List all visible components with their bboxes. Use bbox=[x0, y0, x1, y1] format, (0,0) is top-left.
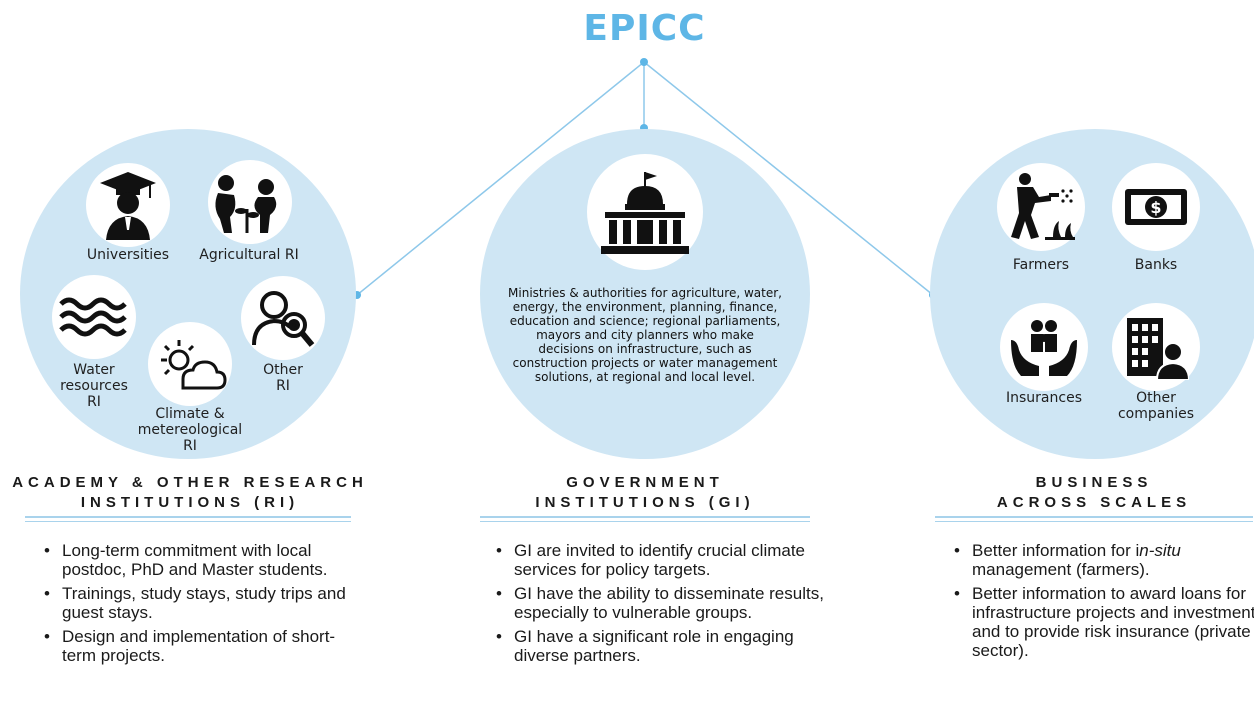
connector-left bbox=[356, 61, 645, 296]
divider-academy-thin bbox=[25, 521, 351, 522]
node-label-universities: Universities bbox=[86, 247, 170, 263]
business-circle bbox=[930, 129, 1254, 459]
list-item: GI have the ability to disseminate resul… bbox=[496, 584, 824, 622]
divider-government bbox=[480, 516, 810, 518]
list-item: Long-term commitment with local postdoc,… bbox=[44, 541, 362, 579]
water-waves-icon bbox=[52, 275, 136, 359]
bullets-business: Better information for in-situ managemen… bbox=[950, 541, 1254, 665]
bullets-government: GI are invited to identify crucial clima… bbox=[492, 541, 824, 670]
divider-business-thin bbox=[935, 521, 1253, 522]
office-building-person-icon bbox=[1112, 303, 1200, 391]
bullet-text-post: management (farmers). bbox=[972, 560, 1150, 579]
heading-business-line2: ACROSS SCALES bbox=[996, 494, 1192, 511]
node-label-other-ri: Other RI bbox=[263, 362, 303, 394]
node-label-agricultural-ri: Agricultural RI bbox=[199, 247, 299, 263]
list-item: GI have a significant role in engaging d… bbox=[496, 627, 824, 665]
hands-family-icon bbox=[1000, 303, 1088, 391]
heading-academy: ACADEMY & OTHER RESEARCH INSTITUTIONS (R… bbox=[0, 473, 380, 513]
bullet-text-pre: Better information to award loans for in… bbox=[972, 584, 1254, 660]
list-item: Better information for in-situ managemen… bbox=[954, 541, 1254, 579]
government-description: Ministries & authorities for agriculture… bbox=[508, 286, 782, 384]
graduate-icon bbox=[86, 163, 170, 247]
node-label-banks: Banks bbox=[1134, 257, 1178, 273]
bullet-text-pre: Better information for i bbox=[972, 541, 1140, 560]
node-label-other-companies: Other companies bbox=[1117, 390, 1195, 422]
heading-business-line1: BUSINESS bbox=[1035, 474, 1153, 491]
list-item: Design and implementation of short-term … bbox=[44, 627, 362, 665]
bullets-academy: Long-term commitment with local postdoc,… bbox=[40, 541, 362, 670]
list-item: GI are invited to identify crucial clima… bbox=[496, 541, 824, 579]
heading-government-line1: GOVERNMENT bbox=[566, 474, 724, 491]
magnifier-person-icon bbox=[241, 276, 325, 360]
connector-right bbox=[643, 61, 934, 296]
government-building-icon bbox=[587, 154, 703, 270]
heading-business: BUSINESS ACROSS SCALES bbox=[935, 473, 1253, 513]
farmer-watering-icon bbox=[997, 163, 1085, 251]
divider-academy bbox=[25, 516, 351, 518]
svg-text:$: $ bbox=[1150, 198, 1161, 217]
node-label-climate-ri: Climate & metereological RI bbox=[137, 406, 243, 454]
node-label-farmers: Farmers bbox=[1012, 257, 1070, 273]
sun-cloud-icon bbox=[148, 322, 232, 406]
divider-business bbox=[935, 516, 1253, 518]
heading-academy-line1: ACADEMY & OTHER RESEARCH bbox=[12, 474, 368, 491]
node-label-water-resources-ri: Water resources RI bbox=[60, 362, 128, 410]
diagram-title: EPICC bbox=[583, 8, 706, 49]
agriculture-research-icon bbox=[208, 160, 292, 244]
heading-government: GOVERNMENT INSTITUTIONS (GI) bbox=[480, 473, 810, 513]
list-item: Better information to award loans for in… bbox=[954, 584, 1254, 660]
heading-government-line2: INSTITUTIONS (GI) bbox=[535, 494, 755, 511]
list-item: Trainings, study stays, study trips and … bbox=[44, 584, 362, 622]
bullet-text-emphasis: n-situ bbox=[1139, 541, 1181, 560]
node-label-insurances: Insurances bbox=[1006, 390, 1082, 406]
divider-government-thin bbox=[480, 521, 810, 522]
connector-hub-dot bbox=[640, 58, 648, 66]
banknote-icon: $ bbox=[1112, 163, 1200, 251]
heading-academy-line2: INSTITUTIONS (RI) bbox=[80, 494, 300, 511]
